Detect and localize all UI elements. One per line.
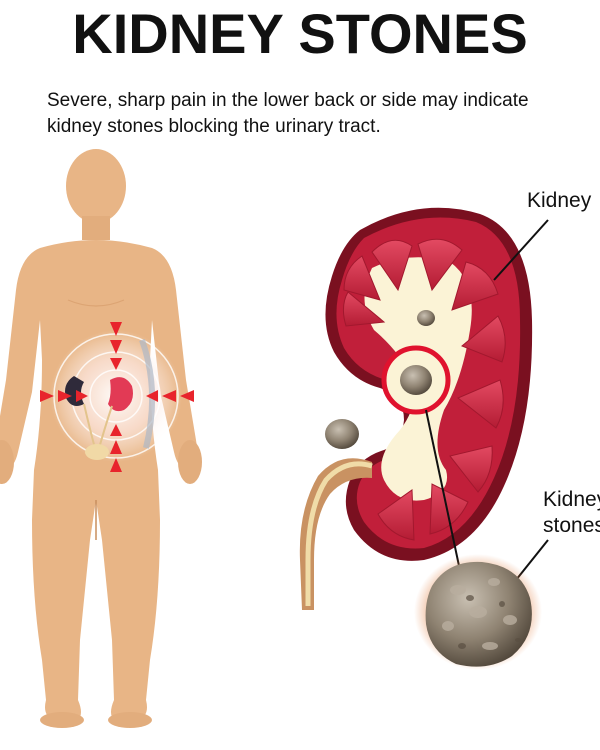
highlighted-stone [400,365,432,395]
kidney-label: Kidney [527,189,592,212]
page-title: KIDNEY STONES [72,2,528,65]
kidney-cross-section [299,207,533,610]
body-silhouette [0,240,197,720]
kidney-stones-label-line1: Kidney [543,488,600,511]
small-stone [417,310,435,326]
stone-in-ureter [325,419,359,449]
pain-arrow-markers [40,322,194,472]
kidney-stones-label-line2: stones [543,514,600,537]
right-kidney-small [108,377,133,412]
kidney-stones-label: Kidney stones [543,487,600,539]
kidney-stone-enlarged [414,554,542,670]
subtitle-text: Severe, sharp pain in the lower back or … [47,90,529,137]
